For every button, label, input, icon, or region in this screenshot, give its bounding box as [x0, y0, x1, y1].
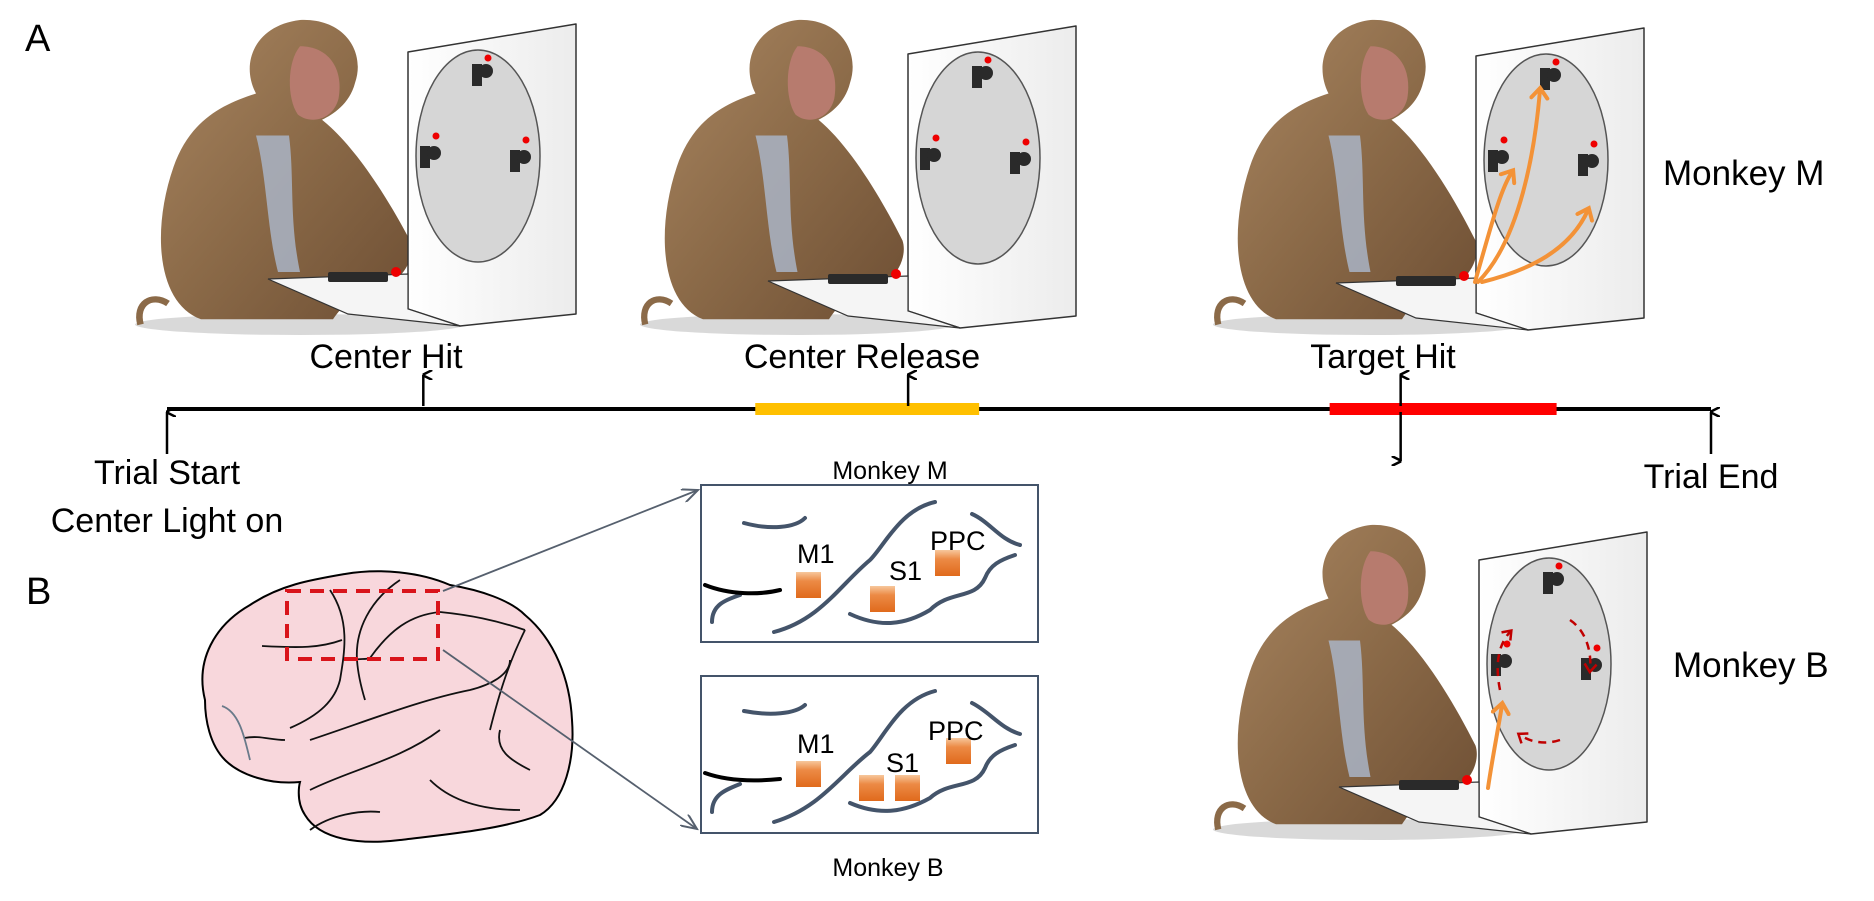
scene-target-hit-monkey-b	[1213, 525, 1648, 840]
reach-arrows	[1473, 84, 1595, 284]
electrode-array-m1	[796, 572, 821, 598]
sequence-arrow-down	[1569, 618, 1598, 675]
region-label-m1: M1	[797, 729, 835, 759]
array-map-monkey-b	[700, 675, 1039, 834]
electrode-array-ppc	[946, 738, 971, 764]
scene-center-release	[640, 20, 1077, 335]
target-hit-window-bar	[1329, 403, 1557, 415]
region-label-ppc: PPC	[928, 716, 984, 746]
subject-label-monkey-b: Monkey B	[1673, 646, 1829, 685]
sequence-arrows	[1496, 618, 1598, 744]
event-label-trial-end: Trial End	[1643, 458, 1779, 496]
scene-target-hit-monkey-m	[1213, 20, 1645, 335]
electrode-array-s1-a	[859, 775, 884, 801]
brain-illustration	[201, 570, 574, 843]
brain-outline	[201, 570, 574, 843]
zoom-arrow-monkey-b	[442, 649, 697, 829]
panel-label-b: B	[26, 571, 52, 613]
scene-center-hit	[135, 20, 577, 335]
event-label-center-hit: Center Hit	[309, 338, 463, 376]
array-map-monkey-m	[700, 484, 1039, 643]
sequence-arrow-left	[1516, 732, 1561, 744]
reach-arrow-right-target	[1480, 205, 1595, 284]
subject-label-monkey-m: Monkey M	[1663, 154, 1825, 193]
panel-label-a: A	[25, 18, 51, 60]
reach-arrow-center-out	[1486, 699, 1511, 790]
electrode-array-s1-b	[895, 775, 920, 801]
event-label-center-light-on: Center Light on	[50, 502, 284, 540]
reach-arrow-top-target	[1476, 84, 1550, 284]
trial-timeline	[165, 375, 1711, 461]
reach-arrow-left-target	[1473, 167, 1517, 284]
region-label-s1: S1	[886, 748, 920, 778]
array-caption-monkey-b: Monkey B	[832, 854, 944, 882]
sequence-arrow-up	[1496, 628, 1513, 691]
roi-dashed-box	[285, 589, 440, 661]
array-caption-monkey-m: Monkey M	[832, 457, 948, 485]
electrode-array-ppc	[935, 550, 960, 576]
event-label-target-hit: Target Hit	[1310, 338, 1456, 376]
region-label-m1: M1	[797, 539, 835, 569]
event-label-trial-start: Trial Start	[93, 454, 241, 492]
event-label-center-release: Center Release	[743, 338, 981, 376]
zoom-arrow-monkey-m	[442, 490, 698, 592]
electrode-array-m1	[796, 761, 821, 787]
center-release-window-bar	[755, 403, 980, 415]
region-label-ppc: PPC	[930, 526, 986, 556]
electrode-array-s1	[870, 586, 895, 612]
region-label-s1: S1	[889, 556, 923, 586]
